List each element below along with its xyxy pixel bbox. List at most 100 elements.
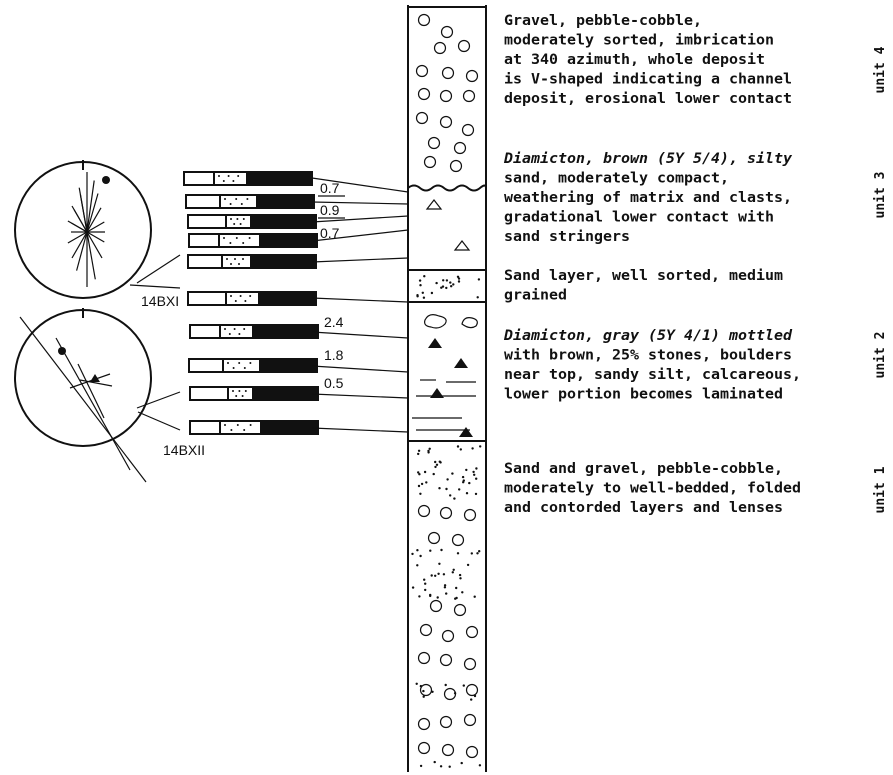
pebble bbox=[463, 508, 477, 522]
sand-dot bbox=[465, 468, 468, 472]
fabric-bar bbox=[183, 171, 313, 186]
sand-dot bbox=[455, 586, 458, 590]
sand-dot bbox=[443, 586, 447, 589]
sand-dot bbox=[416, 295, 419, 298]
sand-dot bbox=[429, 594, 432, 598]
sand-dot bbox=[470, 698, 473, 701]
pebble bbox=[441, 743, 455, 757]
sand-dot bbox=[419, 284, 422, 287]
sand-dot bbox=[474, 492, 478, 496]
stereonet-14bxii: 14BXII bbox=[14, 308, 205, 483]
rose-petal bbox=[71, 222, 88, 233]
description-line: sand, moderately compact, bbox=[504, 171, 729, 187]
pebble bbox=[427, 531, 441, 545]
pebble bbox=[433, 41, 447, 55]
pebble bbox=[441, 66, 455, 80]
sand-dot bbox=[438, 562, 441, 565]
sand-dot bbox=[452, 568, 455, 571]
sand-dot bbox=[453, 692, 457, 695]
pebble bbox=[417, 504, 431, 518]
sand-dot bbox=[411, 552, 414, 556]
sand-dot bbox=[438, 460, 441, 463]
description-line: at 340 azimuth, whole deposit bbox=[504, 52, 765, 68]
rose-petal bbox=[86, 231, 103, 259]
unit-2-label: unit 2 bbox=[873, 332, 888, 379]
sand-dot bbox=[436, 596, 439, 599]
description-line: moderately to well-bedded, folded bbox=[504, 481, 801, 497]
sand-dot bbox=[457, 277, 461, 280]
pebble bbox=[453, 603, 467, 617]
pebble bbox=[440, 25, 454, 39]
pebble bbox=[415, 111, 429, 125]
sand-dot bbox=[435, 463, 439, 466]
sand-dot bbox=[455, 596, 458, 600]
sample-label: 14BXII bbox=[163, 442, 205, 458]
gravel-symbols bbox=[415, 13, 479, 759]
sand-dot bbox=[477, 278, 481, 281]
sand-dot bbox=[462, 684, 465, 687]
sand-dot bbox=[418, 473, 421, 476]
sand-dot bbox=[453, 497, 456, 500]
sand-dot bbox=[422, 296, 426, 299]
pebble bbox=[439, 115, 453, 129]
sand-dot bbox=[445, 592, 448, 595]
sand-dot bbox=[421, 291, 424, 294]
sand-dot bbox=[440, 548, 443, 552]
rose-petal bbox=[73, 209, 88, 233]
fabric-bar bbox=[188, 233, 318, 248]
rose-petal bbox=[79, 194, 88, 233]
description-line: Diamicton, gray (5Y 4/1) mottled bbox=[503, 328, 793, 344]
sand-dot bbox=[411, 586, 415, 589]
sand-dot bbox=[473, 694, 477, 698]
pebble bbox=[462, 89, 476, 103]
fabric-bar bbox=[189, 324, 319, 339]
filled-clast-symbol bbox=[459, 427, 473, 437]
sand-dot bbox=[433, 760, 436, 764]
pebble bbox=[417, 717, 431, 731]
description-line: sand stringers bbox=[504, 229, 630, 245]
rose-petal bbox=[86, 193, 99, 233]
sand-dot bbox=[478, 764, 482, 767]
stratigraphic-column bbox=[407, 5, 487, 772]
sand-dot bbox=[452, 283, 455, 286]
sand-dot bbox=[472, 470, 475, 474]
open-clast-symbol bbox=[425, 199, 443, 210]
pebble bbox=[415, 64, 429, 78]
sand-dot bbox=[435, 281, 438, 285]
sand-dot bbox=[419, 684, 423, 688]
sand-dot bbox=[418, 595, 421, 598]
description-line: lower portion becomes laminated bbox=[504, 387, 783, 403]
sand-dot bbox=[449, 494, 452, 497]
sand-dot bbox=[423, 470, 427, 474]
description-line: near top, sandy silt, calcareous, bbox=[504, 367, 801, 383]
pebble bbox=[427, 136, 441, 150]
sand-dot bbox=[465, 492, 469, 495]
pebble bbox=[439, 89, 453, 103]
sand-dot bbox=[457, 280, 461, 283]
sand-dot bbox=[439, 765, 443, 768]
pebble bbox=[439, 506, 453, 520]
sand-dot bbox=[419, 554, 422, 558]
fabric-bar bbox=[189, 386, 319, 401]
sand-dot bbox=[443, 584, 447, 587]
sand-dot bbox=[440, 286, 443, 289]
unit-3-label: unit 3 bbox=[873, 172, 888, 219]
sand-dot bbox=[423, 578, 426, 581]
pebble bbox=[465, 625, 479, 639]
sand-dot bbox=[437, 572, 440, 575]
sand-dot bbox=[415, 682, 418, 685]
ratio-label: 0.9 bbox=[320, 202, 340, 218]
sand-dot bbox=[438, 487, 441, 490]
open-clast-symbol bbox=[453, 240, 471, 251]
erosional-contact bbox=[407, 184, 487, 192]
pebble bbox=[439, 653, 453, 667]
pebble bbox=[417, 13, 431, 27]
fabric-bar bbox=[185, 194, 315, 209]
sand-symbols bbox=[411, 275, 482, 768]
sand-dot bbox=[424, 588, 427, 592]
sand-dot bbox=[459, 448, 462, 451]
sand-dot bbox=[479, 445, 482, 448]
sand-dot bbox=[468, 481, 471, 485]
ratio-label: 0.7 bbox=[320, 180, 340, 196]
